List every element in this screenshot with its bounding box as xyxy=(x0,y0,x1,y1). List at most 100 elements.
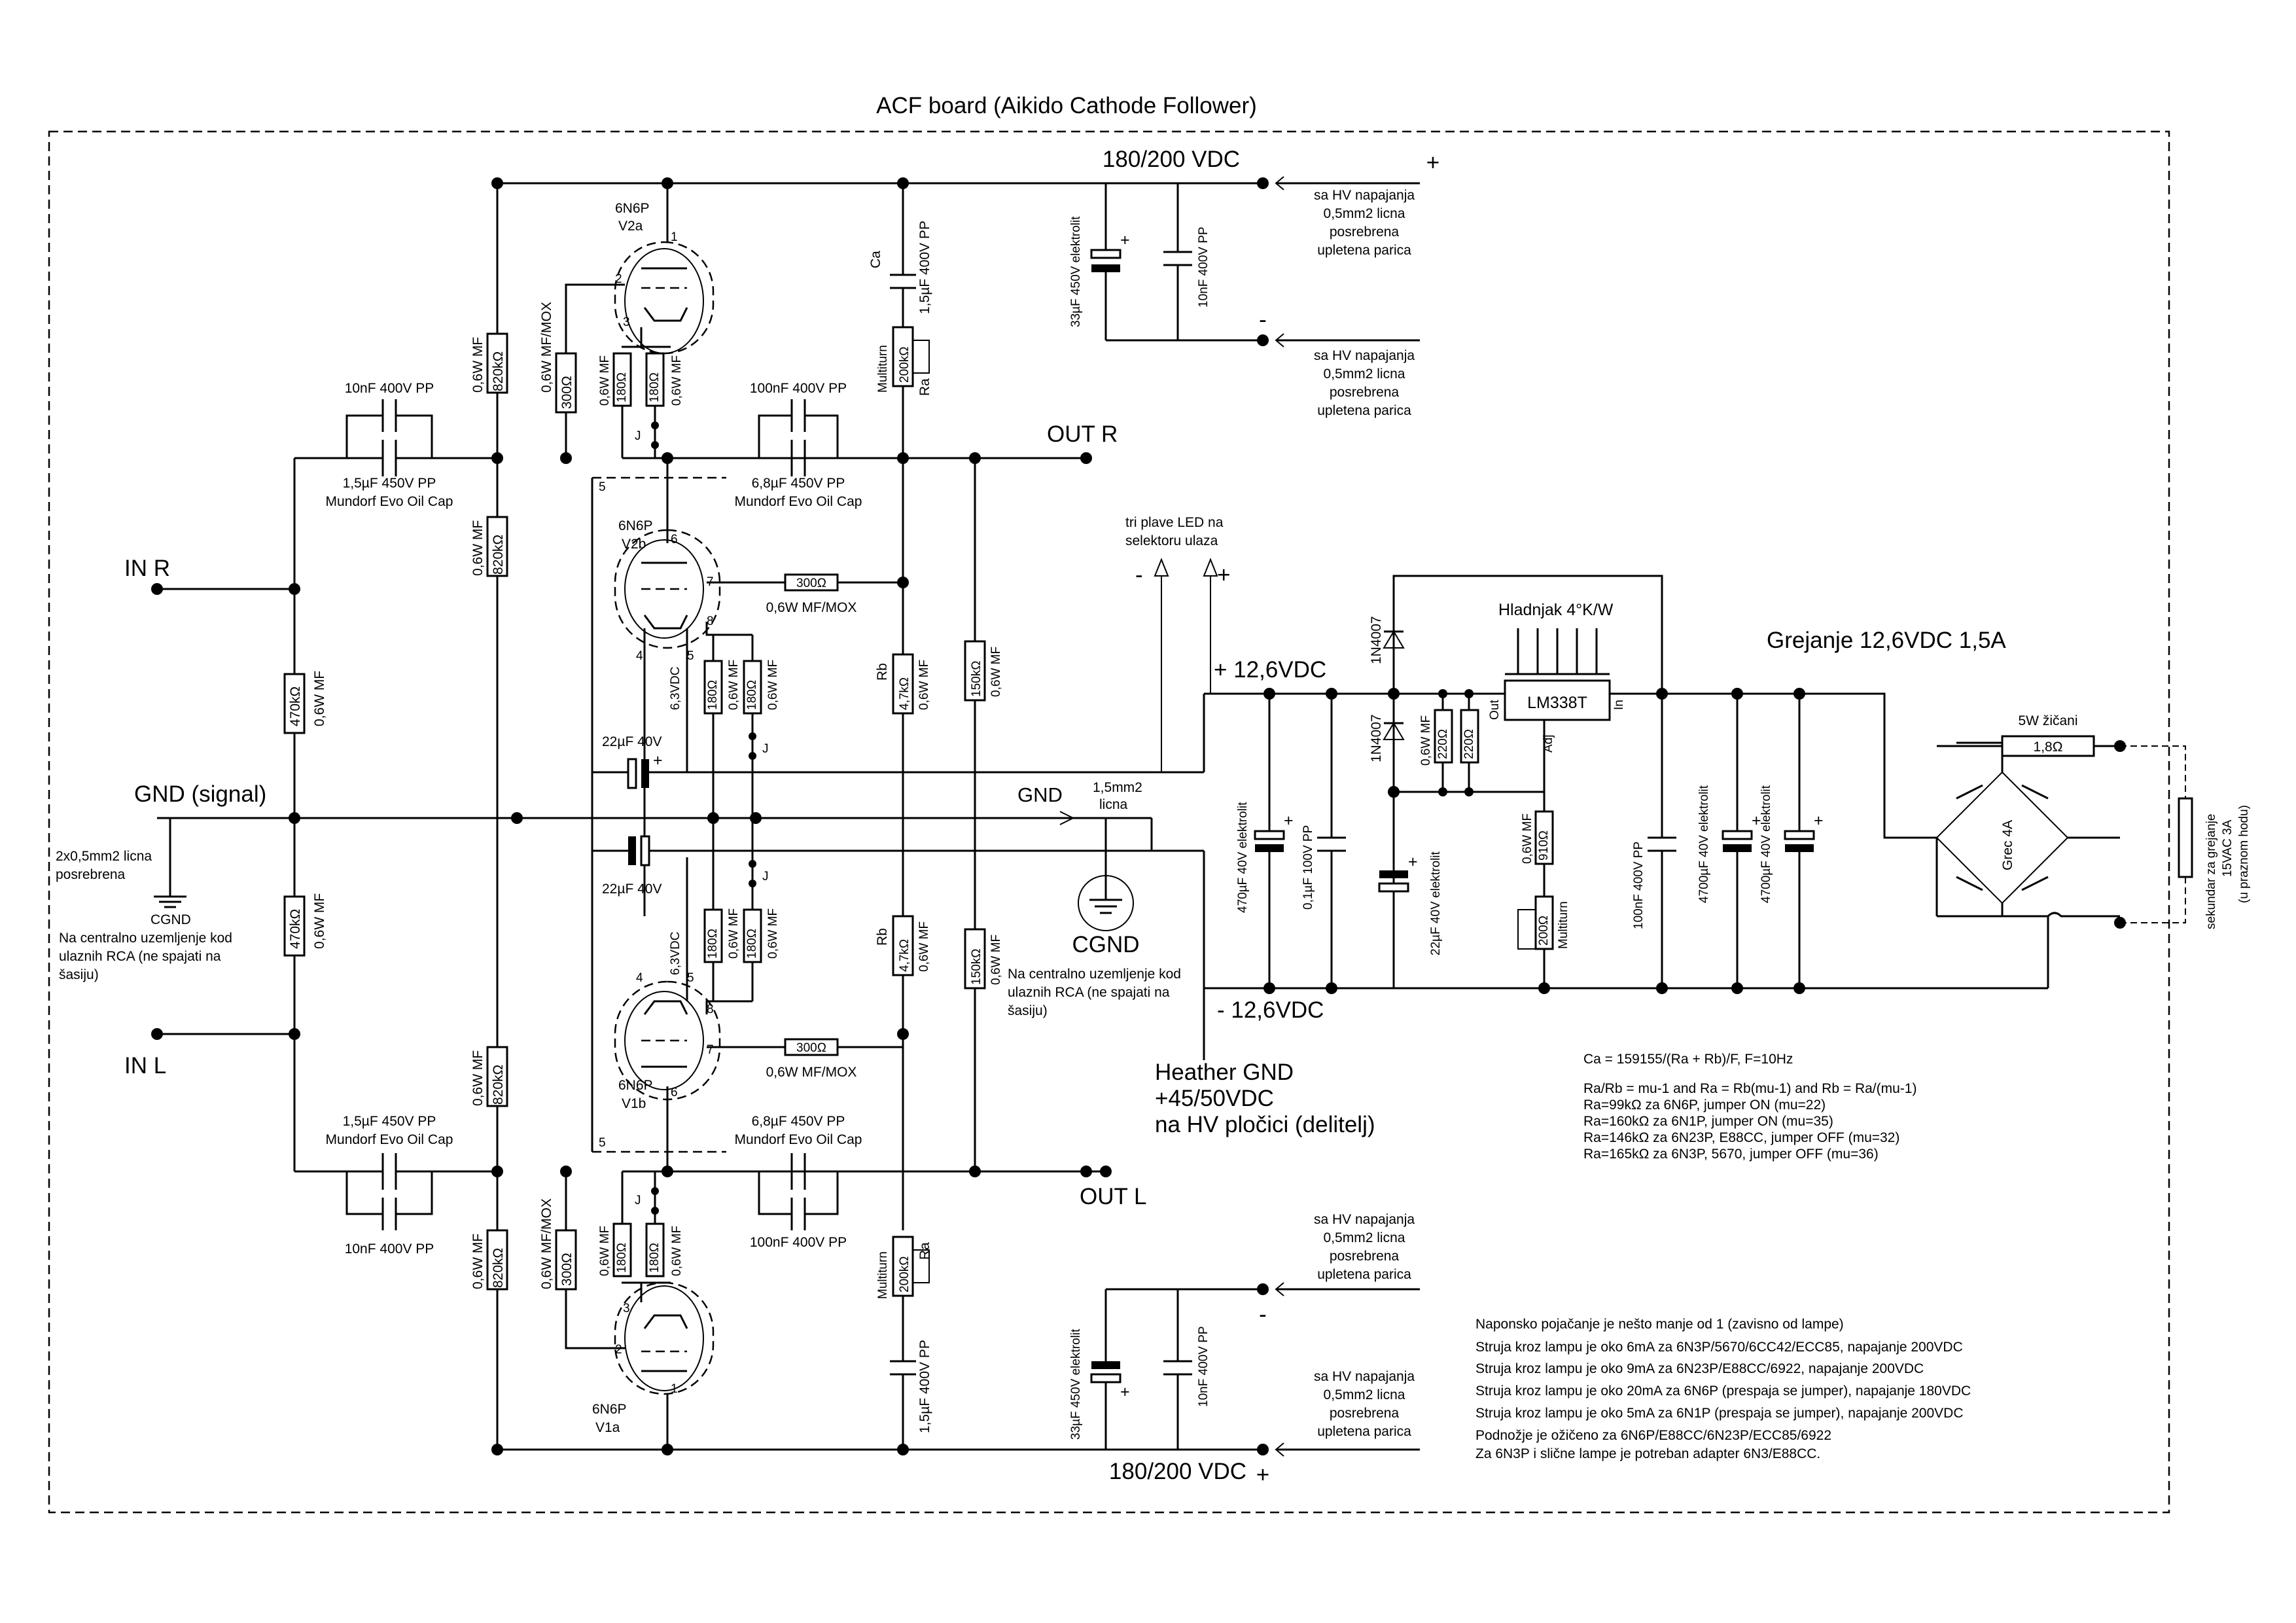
hgnd-1: Heather GND xyxy=(1155,1060,1294,1085)
r4k7-r-rating: 0,6W MF xyxy=(917,660,931,710)
r200-label: 200Ω xyxy=(1537,916,1551,946)
c68u-r-label: 6,8µF 450V PP xyxy=(752,476,845,491)
board-outline xyxy=(48,130,2170,1514)
v1b-name: V1b xyxy=(622,1096,646,1111)
hv-note-11: posrebrena xyxy=(1330,1406,1400,1421)
c10n-l-label: 10nF 400V PP xyxy=(345,1241,434,1257)
licna-label-2: licna xyxy=(1099,797,1128,812)
jumper-r-upper: J xyxy=(635,429,641,443)
v2a-type: 6N6P xyxy=(615,201,650,216)
v1a-pin1: 1 xyxy=(671,1382,678,1396)
cgnd-big-label: CGND xyxy=(1072,932,1139,957)
hv-note-13: sa HV napajanja xyxy=(1314,1212,1415,1227)
v2a-name: V2a xyxy=(618,219,643,234)
svg-text:+: + xyxy=(1120,1383,1130,1401)
svg-text:+: + xyxy=(653,751,663,770)
formula-2: Ra=99kΩ za 6N6P, jumper ON (mu=22) xyxy=(1583,1097,1826,1113)
v1a-pin3: 3 xyxy=(623,1302,630,1315)
r300-r-grid xyxy=(555,352,577,414)
v2b-type: 6N6P xyxy=(618,518,653,533)
cgnd2-note-1: Na centralno uzemljenje kod xyxy=(1008,967,1181,982)
v2b-heater: 6,3VDC xyxy=(669,666,682,710)
r820-l-bottom-label: 820kΩ xyxy=(491,1248,506,1288)
r300-l-grid-label: 300Ω xyxy=(559,1253,574,1286)
r220b-label: 220Ω xyxy=(1462,729,1476,759)
jumper-l-lower: J xyxy=(635,1194,641,1207)
c15u-ra-r-label: 1,5µF 400V PP xyxy=(917,221,932,314)
hv-voltage-top: 180/200 VDC xyxy=(1103,147,1240,172)
hv-note-7: posrebrena xyxy=(1330,385,1400,400)
hv-elko-bottom-label: 33µF 450V elektrolit xyxy=(1069,1329,1083,1440)
hv-note-3: posrebrena xyxy=(1330,224,1400,240)
r820-r-top xyxy=(486,332,508,394)
r150-l-rating: 0,6W MF xyxy=(989,935,1003,985)
bridge-label: Grec 4A xyxy=(2000,820,2015,870)
v1b-pin7: 7 xyxy=(707,1043,714,1057)
r180-r2-a-label: 180Ω xyxy=(706,680,720,710)
cgnd2-note-3: šasiju) xyxy=(1008,1003,1048,1018)
hv-note-4: upletena parica xyxy=(1317,243,1411,258)
r180-r-a-rating: 0,6W MF xyxy=(598,355,612,406)
r200k-r-label: 200kΩ xyxy=(898,347,911,383)
hv-plus-top: + xyxy=(1426,150,1439,175)
c100n-l-label: 100nF 400V PP xyxy=(750,1235,847,1250)
c22u-upper-label: 22µF 40V xyxy=(602,734,662,749)
formula-block: Ca = 159155/(Ra + Rb)/F, F=10Hz Ra/Rb = … xyxy=(1583,1052,1916,1162)
r220a-label: 220Ω xyxy=(1436,729,1450,759)
svg-text:+: + xyxy=(1814,812,1824,830)
wire-note-2: posrebrena xyxy=(56,867,126,882)
r180-r-a-label: 180Ω xyxy=(615,372,629,402)
r470-bottom xyxy=(283,895,306,957)
reg-out: Out xyxy=(1488,700,1502,720)
hv-note-15: posrebrena xyxy=(1330,1249,1400,1264)
r300-r-grid-rating: 0,6W MF/MOX xyxy=(539,302,554,393)
cgnd-note-1: Na centralno uzemljenje kod xyxy=(59,931,232,946)
v1b-pin5: 5 xyxy=(687,971,694,985)
r910-label: 910Ω xyxy=(1537,830,1551,861)
svg-text:+: + xyxy=(1120,231,1130,249)
r180-l-a xyxy=(612,1222,632,1277)
reg-label: LM338T xyxy=(1527,694,1587,712)
multiturn-l-label: Multiturn xyxy=(876,1251,890,1299)
ra-r-pot xyxy=(892,326,914,387)
out-r-label: OUT R xyxy=(1047,421,1118,447)
r820-r-bottom xyxy=(486,516,508,577)
in-l-label: IN L xyxy=(124,1053,166,1079)
hv-note-2: 0,5mm2 licna xyxy=(1324,206,1405,221)
r820-l-top xyxy=(486,1046,508,1107)
input-right: IN R 470kΩ 0,6W MF xyxy=(124,457,347,818)
c4700b-label: 4700µF 40V elektrolit xyxy=(1759,785,1773,903)
r150-r xyxy=(964,640,986,702)
r910-rating: 0,6W MF xyxy=(1521,813,1534,864)
r180-r-b xyxy=(645,352,665,407)
notes-block: Naponsko pojačanje je nešto manje od 1 (… xyxy=(1475,1317,1971,1461)
heater-supply: tri plave LED na selektoru ulaza - + + 1… xyxy=(1125,515,2251,1137)
r180-r-b-rating: 0,6W MF xyxy=(670,355,684,406)
cgnd-note-2: ulaznih RCA (ne spajati na xyxy=(59,949,221,964)
hv-note-8: upletena parica xyxy=(1317,403,1411,418)
hv-minus-top: - xyxy=(1259,307,1267,332)
multiturn-r-label: Multiturn xyxy=(876,345,890,393)
mundorf-l-label: Mundorf Evo Oil Cap xyxy=(326,1132,453,1147)
note-0: Naponsko pojačanje je nešto manje od 1 (… xyxy=(1475,1317,1844,1332)
r180-l-a-rating: 0,6W MF xyxy=(598,1226,612,1276)
r300-l-v1b-label: 300Ω xyxy=(796,1041,826,1055)
licna-label-1: 1,5mm2 xyxy=(1093,780,1142,795)
svg-text:+: + xyxy=(1408,853,1418,871)
out-l-label: OUT L xyxy=(1080,1184,1146,1209)
v2a-pin1: 1 xyxy=(671,230,678,244)
v1b-pin8: 8 xyxy=(707,1003,714,1016)
r200-multiturn xyxy=(1534,895,1554,950)
c100n-heater-label: 100nF 400V PP xyxy=(1632,842,1646,929)
r300-r-grid-label: 300Ω xyxy=(559,376,574,409)
r820-l-bottom xyxy=(486,1229,508,1291)
led-note-1: tri plave LED na xyxy=(1125,515,1224,530)
c22u-lower-label: 22µF 40V xyxy=(602,882,662,897)
v1b-heater: 6,3VDC xyxy=(669,931,682,975)
v2b-pin4: 4 xyxy=(636,649,643,663)
c470-label: 470µF 40V elektrolit xyxy=(1236,802,1250,913)
sek-3: (u praznom hodu) xyxy=(2237,805,2251,903)
hv-note-10: 0,5mm2 licna xyxy=(1324,1387,1405,1402)
v1b-type: 6N6P xyxy=(618,1078,653,1093)
r470-top-rating: 0,6W MF xyxy=(312,671,327,726)
